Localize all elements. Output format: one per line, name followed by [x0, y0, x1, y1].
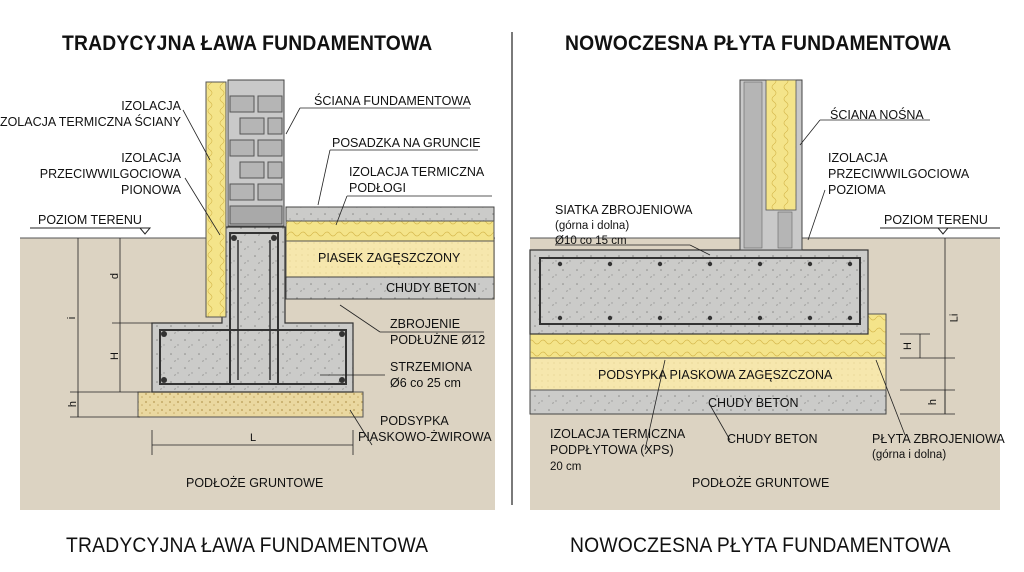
dim-h-left: h	[67, 400, 80, 408]
dim-L: L	[250, 432, 257, 444]
label-plyta-1: PŁYTA ZBROJENIOWA	[872, 432, 1005, 446]
label-strzemiona-1: STRZEMIONA	[390, 360, 472, 374]
label-izolacja-pionowa-1: IZOLACJA	[121, 151, 181, 165]
label-piasek: PIASEK ZAGĘSZCZONY	[318, 251, 461, 265]
label-poziom-terenu-left: POZIOM TERENU	[38, 213, 142, 227]
label-zbrojenie-1: ZBROJENIE	[390, 317, 461, 331]
label-poziom-terenu-right: POZIOM TERENU	[884, 213, 988, 227]
label-izolacja-termiczna-sciany: IZOLACJA TERMICZNA ŚCIANY	[0, 115, 181, 129]
left-title-top: TRADYCYJNA ŁAWA FUNDAMENTOWA	[62, 32, 433, 55]
label-podsypka-1: PODSYPKA	[380, 414, 449, 428]
label-izolacja-poz-3: POZIOMA	[828, 183, 886, 197]
label-izolacja-poz-2: PRZECIWWILGOCIOWA	[828, 167, 970, 181]
label-izolacja-podlogi-2: PODŁOGI	[349, 181, 406, 195]
right-lean-concrete	[529, 389, 887, 415]
label-chudy-beton-left: CHUDY BETON	[386, 281, 477, 295]
label-sciana-nosna: ŚCIANA NOŚNA	[830, 108, 924, 122]
left-gravel-bed	[137, 391, 364, 418]
label-izolacja-pionowa-2: PRZECIWWILGOCIOWA	[39, 167, 181, 181]
label-sciana-fundamentowa: ŚCIANA FUNDAMENTOWA	[314, 94, 471, 108]
label-posadzka: POSADZKA NA GRUNCIE	[332, 136, 481, 150]
label-siatka-3: Ø10 co 15 cm	[555, 235, 627, 247]
label-izolacja-pionowa-3: PIONOWA	[121, 183, 181, 197]
right-slab	[529, 249, 869, 335]
dim-H-left: H	[108, 352, 121, 360]
dim-d: d	[109, 272, 122, 280]
label-xps-3: 20 cm	[550, 461, 582, 473]
label-xps-1: IZOLACJA TERMICZNA	[550, 427, 686, 441]
dim-H-right: H	[901, 342, 914, 350]
dim-li: Li	[948, 313, 961, 323]
label-strzemiona-2: Ø6 co 25 cm	[390, 376, 461, 390]
left-lean-concrete	[285, 276, 495, 300]
left-sand	[285, 240, 495, 278]
label-plyta-2: (górna i dolna)	[872, 449, 947, 461]
label-podsypka-2: PIASKOWO-ŻWIROWA	[358, 430, 492, 444]
label-izolacja-poz-1: IZOLACJA	[828, 151, 888, 165]
label-izolacja: IZOLACJA	[121, 99, 181, 113]
label-siatka-2: (górna i dolna)	[555, 220, 630, 232]
label-chudy-beton-box: CHUDY BETON	[708, 396, 799, 410]
label-xps-2: PODPŁYTOWA (XPS)	[550, 443, 674, 457]
left-floor-slab	[285, 206, 495, 222]
left-floor-insulation	[285, 220, 495, 242]
label-chudy-beton-right: CHUDY BETON	[727, 432, 818, 446]
label-izolacja-podlogi-1: IZOLACJA TERMICZNA	[349, 165, 485, 179]
right-panel-graphics	[529, 79, 1000, 510]
left-panel-graphics	[20, 79, 495, 510]
right-title-bottom: NOWOCZESNA PŁYTA FUNDAMENTOWA	[570, 534, 951, 557]
label-podloze-right: PODŁOŻE GRUNTOWE	[692, 476, 830, 490]
right-sand-fill	[529, 357, 887, 391]
left-wall-insulation	[205, 81, 227, 318]
left-title-bottom: TRADYCYJNA ŁAWA FUNDAMENTOWA	[66, 534, 429, 557]
label-podsypka-right: PODSYPKA PIASKOWA ZAGĘSZCZONA	[598, 368, 833, 382]
dim-i: i	[66, 316, 79, 320]
right-title-top: NOWOCZESNA PŁYTA FUNDAMENTOWA	[565, 32, 952, 55]
label-zbrojenie-2: PODŁUŻNE Ø12	[390, 333, 486, 347]
label-siatka-1: SIATKA ZBROJENIOWA	[555, 203, 693, 217]
dim-h-right: h	[927, 398, 940, 406]
label-podloze-left: PODŁOŻE GRUNTOWE	[186, 476, 324, 490]
